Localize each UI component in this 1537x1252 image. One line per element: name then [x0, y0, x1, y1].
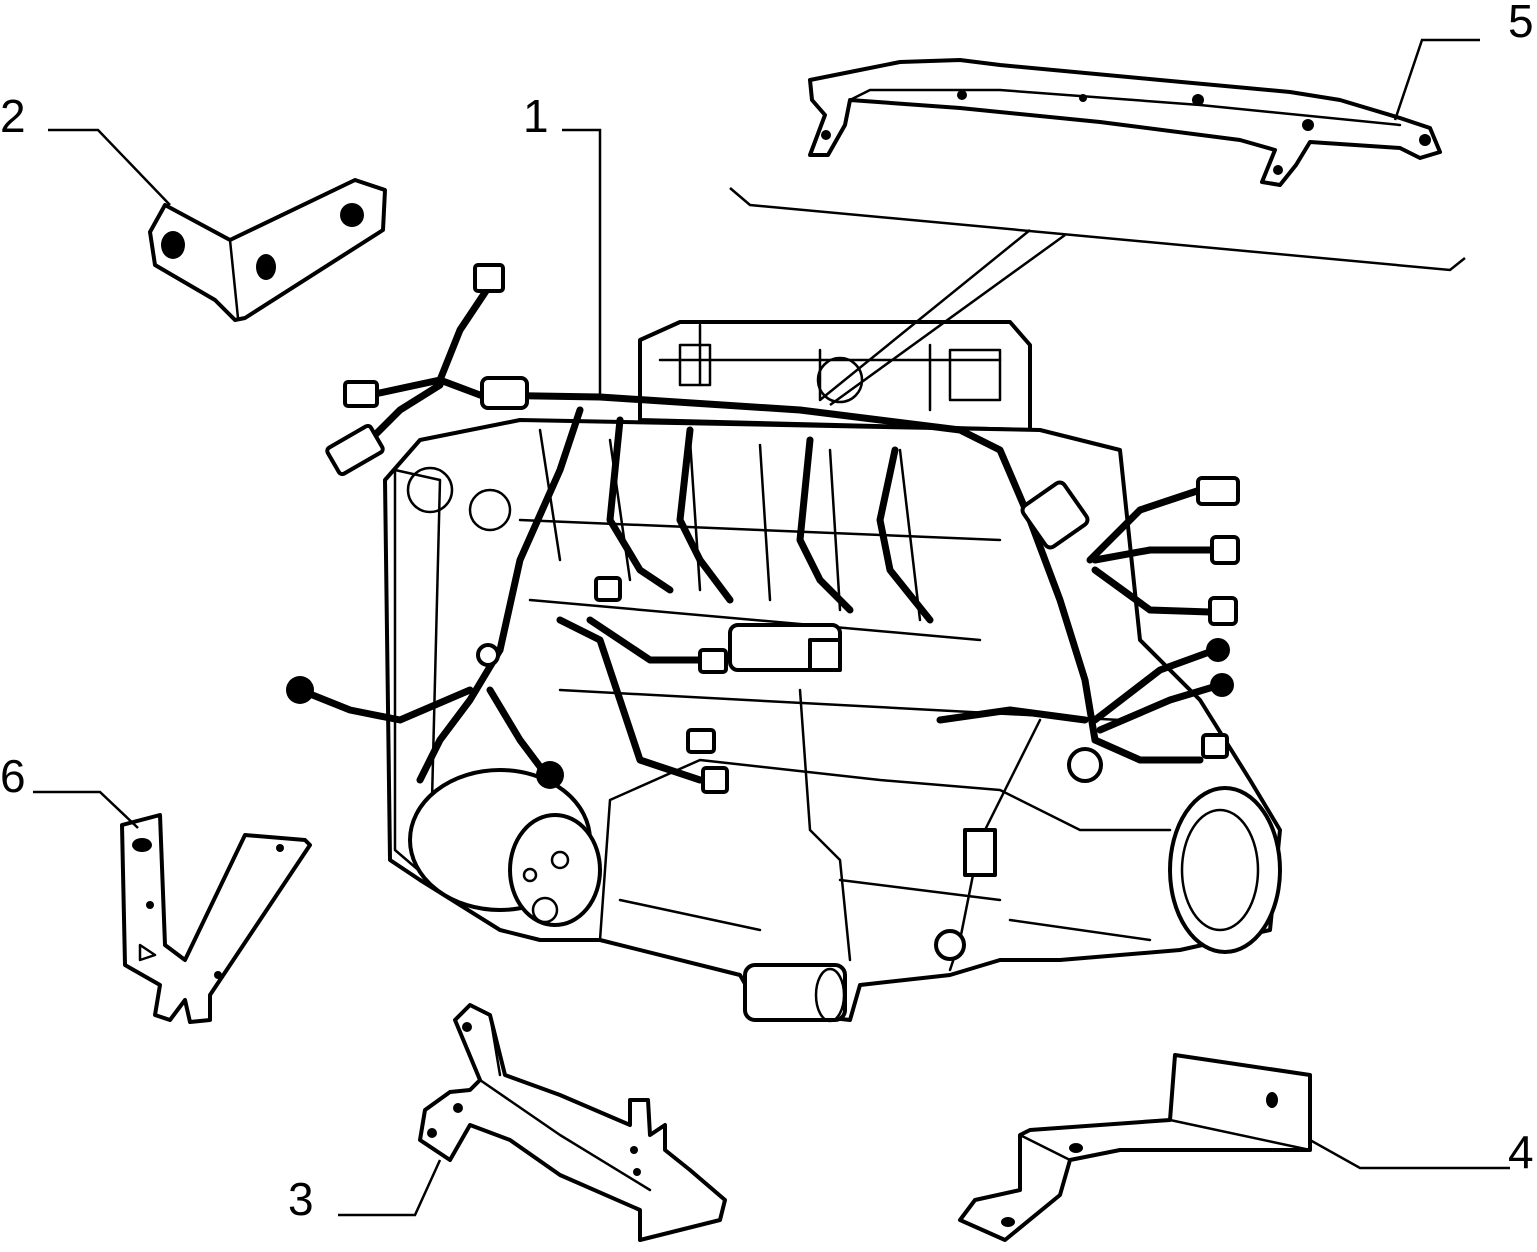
rail-pointer-a: [819, 229, 1031, 401]
leader-5: [1393, 38, 1480, 121]
callout-4: 4: [1508, 1126, 1534, 1178]
wiring-harness: [286, 263, 1240, 794]
rail-bracket-part-5: [808, 58, 1442, 187]
bracket-part-6: [120, 813, 312, 1024]
callout-5: 5: [1508, 0, 1534, 47]
callout-6: 6: [0, 750, 26, 802]
callout-3: 3: [288, 1173, 314, 1225]
callout-1: 1: [523, 90, 549, 142]
bracket-part-3: [418, 1003, 727, 1242]
leader-6: [33, 790, 139, 829]
leader-2: [48, 128, 171, 206]
leader-lines: [33, 38, 1510, 1217]
leader-1: [562, 128, 602, 395]
callout-2: 2: [0, 90, 26, 142]
engine-assembly: [383, 320, 1282, 1023]
rail-pointer-b: [829, 233, 1066, 407]
leader-3: [338, 1159, 442, 1217]
leader-4: [1309, 1138, 1510, 1170]
bracket-part-4: [958, 1053, 1312, 1242]
rail-position-line: [729, 187, 1466, 272]
bracket-part-2: [148, 178, 387, 322]
callout-labels: 1 2 3 4 5 6: [0, 0, 1534, 1225]
